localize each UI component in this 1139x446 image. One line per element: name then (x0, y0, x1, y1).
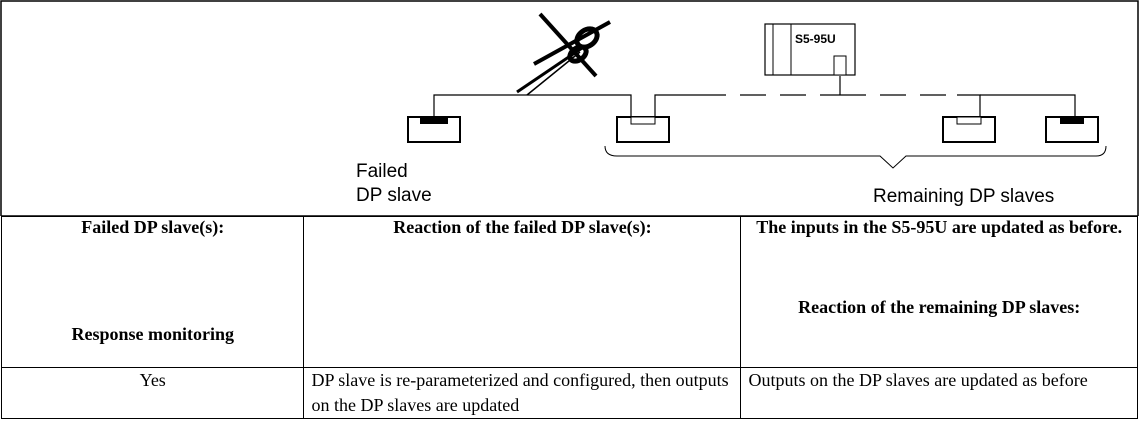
header-row-top: Failed DP slave(s): Reaction of the fail… (0, 216, 1138, 368)
header-failed-reaction: Reaction of the failed DP slave(s): (303, 216, 742, 368)
remaining-dp-slave-3 (1045, 116, 1099, 143)
plc-s5-95u: S5-95U (764, 23, 856, 76)
header-response-monitoring: Response monitoring (0, 297, 305, 368)
header-row-bottom: Response monitoring Reaction of the rema… (0, 297, 1138, 368)
failed-label-line1: Failed (356, 161, 408, 182)
remaining-dp-slave-1 (616, 116, 670, 143)
cell-monitoring: Yes (0, 367, 305, 419)
header-failed-slaves: Failed DP slave(s): (0, 216, 305, 297)
cell-remaining-reaction: Outputs on the DP slaves are updated as … (740, 367, 1138, 419)
plc-label: S5-95U (795, 32, 836, 46)
network-diagram: S5-95U (0, 0, 1139, 216)
table-row: Yes DP slave is re-parameterized and con… (0, 367, 1138, 419)
remaining-label: Remaining DP slaves (873, 186, 1055, 207)
reaction-table: Failed DP slave(s): Reaction of the fail… (0, 216, 1138, 419)
cross-out-icon (533, 12, 611, 78)
remaining-brace (604, 145, 1107, 169)
failed-label-line2: DP slave (356, 185, 432, 206)
failed-dp-slave (407, 116, 461, 143)
remaining-dp-slave-2 (942, 116, 996, 143)
header-remaining-reaction: Reaction of the remaining DP slaves: (740, 297, 1138, 368)
header-inputs-updated: The inputs in the S5-95U are up­dated as… (740, 216, 1138, 297)
cell-failed-reaction: DP slave is re-parameterized and configu… (303, 367, 742, 419)
